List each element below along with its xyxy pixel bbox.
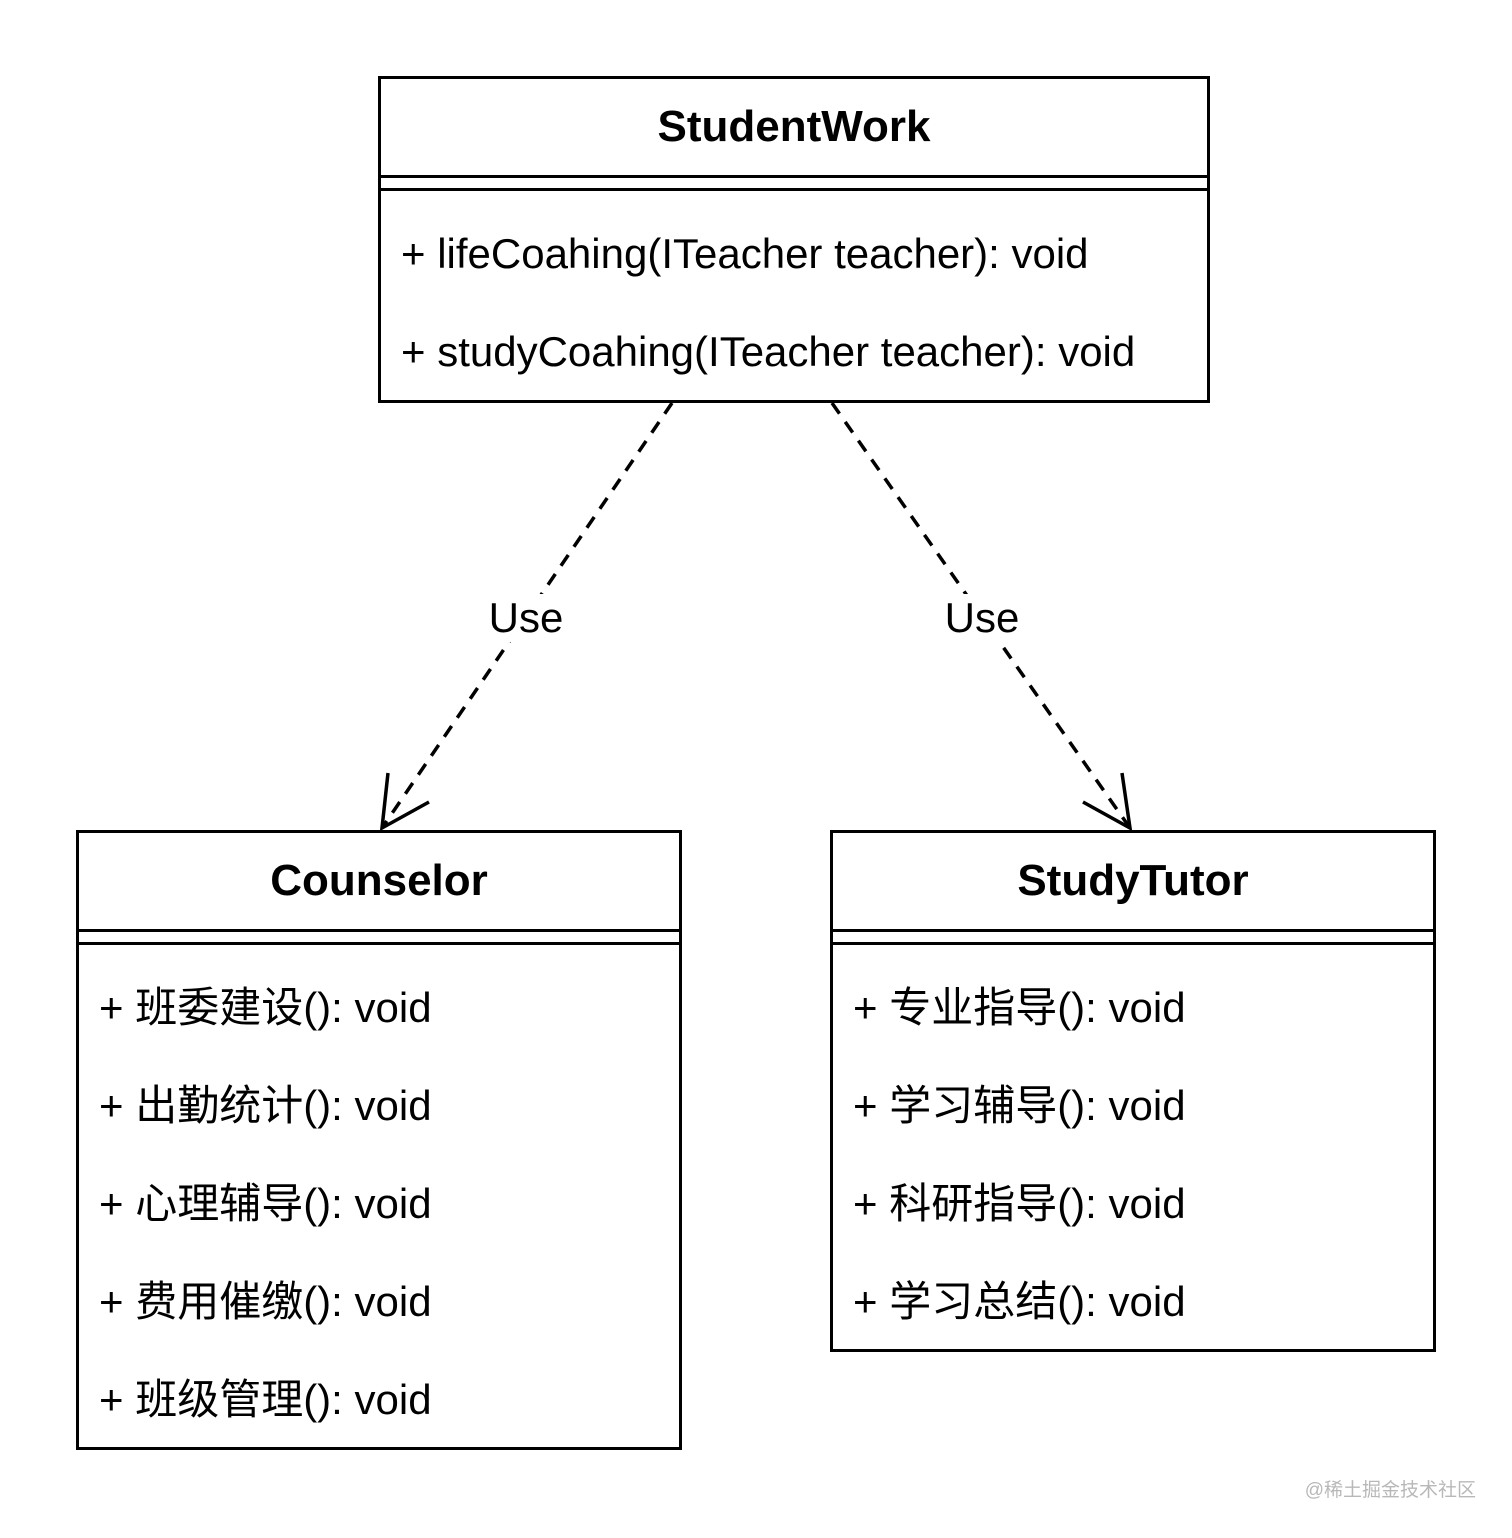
method-item: + studyCoahing(ITeacher teacher): void xyxy=(401,328,1136,375)
method-item: + 学习总结(): void xyxy=(853,1278,1186,1325)
class-name: Counselor xyxy=(79,833,679,932)
arrowhead-open-icon xyxy=(379,772,430,832)
method-item: + 学习辅导(): void xyxy=(853,1082,1186,1129)
method-item: + 费用催缴(): void xyxy=(99,1278,432,1325)
class-name: StudyTutor xyxy=(833,833,1433,932)
method-item: + 心理辅导(): void xyxy=(99,1180,432,1227)
method-item: + 班委建设(): void xyxy=(99,984,432,1031)
arrowhead-open-icon xyxy=(1082,772,1133,832)
relation-label-use-counselor: Use xyxy=(486,594,566,642)
methods-compartment: + 班委建设(): void + 出勤统计(): void + 心理辅导(): … xyxy=(79,945,679,1449)
relation-label-use-studytutor: Use xyxy=(942,594,1022,642)
methods-compartment: + lifeCoahing(ITeacher teacher): void + … xyxy=(381,191,1207,401)
attributes-compartment xyxy=(833,932,1433,945)
watermark: @稀土掘金技术社区 xyxy=(1304,1480,1476,1501)
class-studentwork[interactable]: StudentWork + lifeCoahing(ITeacher teach… xyxy=(378,76,1210,403)
class-studytutor[interactable]: StudyTutor + 专业指导(): void + 学习辅导(): void… xyxy=(830,830,1436,1352)
class-counselor[interactable]: Counselor + 班委建设(): void + 出勤统计(): void … xyxy=(76,830,682,1450)
method-item: + 班级管理(): void xyxy=(99,1376,432,1423)
method-item: + lifeCoahing(ITeacher teacher): void xyxy=(401,230,1089,277)
class-name: StudentWork xyxy=(381,79,1207,178)
attributes-compartment xyxy=(381,178,1207,191)
method-item: + 出勤统计(): void xyxy=(99,1082,432,1129)
method-item: + 科研指导(): void xyxy=(853,1180,1186,1227)
methods-compartment: + 专业指导(): void + 学习辅导(): void + 科研指导(): … xyxy=(833,945,1433,1351)
attributes-compartment xyxy=(79,932,679,945)
method-item: + 专业指导(): void xyxy=(853,984,1186,1031)
